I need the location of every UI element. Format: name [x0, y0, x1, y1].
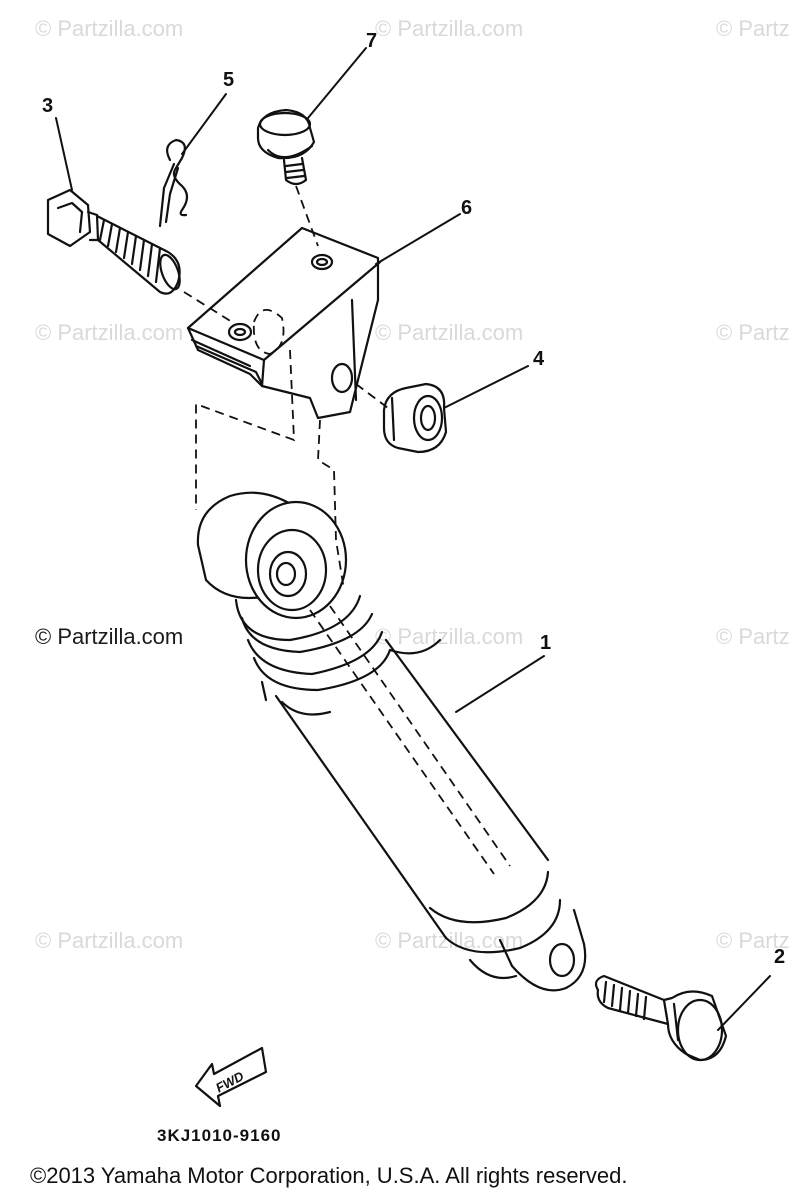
- bolt-part-7: [256, 108, 316, 186]
- watermark: © Partzilla.com: [375, 624, 524, 649]
- bolt-part-3: [46, 188, 181, 295]
- bracket-part-6: [186, 226, 382, 420]
- part-number-label: 2: [774, 946, 786, 968]
- part-number-label: 4: [533, 348, 545, 370]
- watermark: © Partzilla.com: [375, 320, 524, 345]
- watermark: © Partzilla.com: [35, 928, 184, 953]
- forward-direction-arrow: [194, 1046, 268, 1108]
- watermark: © Partz: [716, 16, 790, 41]
- cotter-pin-part-5: [158, 138, 189, 228]
- nut-part-4: [382, 382, 448, 454]
- watermark: © Partzilla.com: [35, 624, 184, 649]
- watermark: © Partz: [716, 928, 790, 953]
- part-number-label: 6: [461, 197, 473, 219]
- copyright-notice: ©2013 Yamaha Motor Corporation, U.S.A. A…: [30, 1163, 628, 1188]
- watermark: © Partzilla.com: [375, 16, 524, 41]
- bolt-part-2: [594, 974, 728, 1062]
- drawing-code: 3KJ1010-9160: [157, 1126, 282, 1145]
- watermark: © Partz: [716, 320, 790, 345]
- part-number-label: 5: [223, 69, 235, 91]
- watermark: © Partzilla.com: [35, 320, 184, 345]
- part-number-label: 1: [540, 632, 552, 654]
- watermark: © Partzilla.com: [35, 16, 184, 41]
- part-number-label: 7: [366, 30, 378, 52]
- part-number-label: 3: [42, 95, 54, 117]
- watermark: © Partz: [716, 624, 790, 649]
- shock-absorber-part-1: [196, 491, 587, 992]
